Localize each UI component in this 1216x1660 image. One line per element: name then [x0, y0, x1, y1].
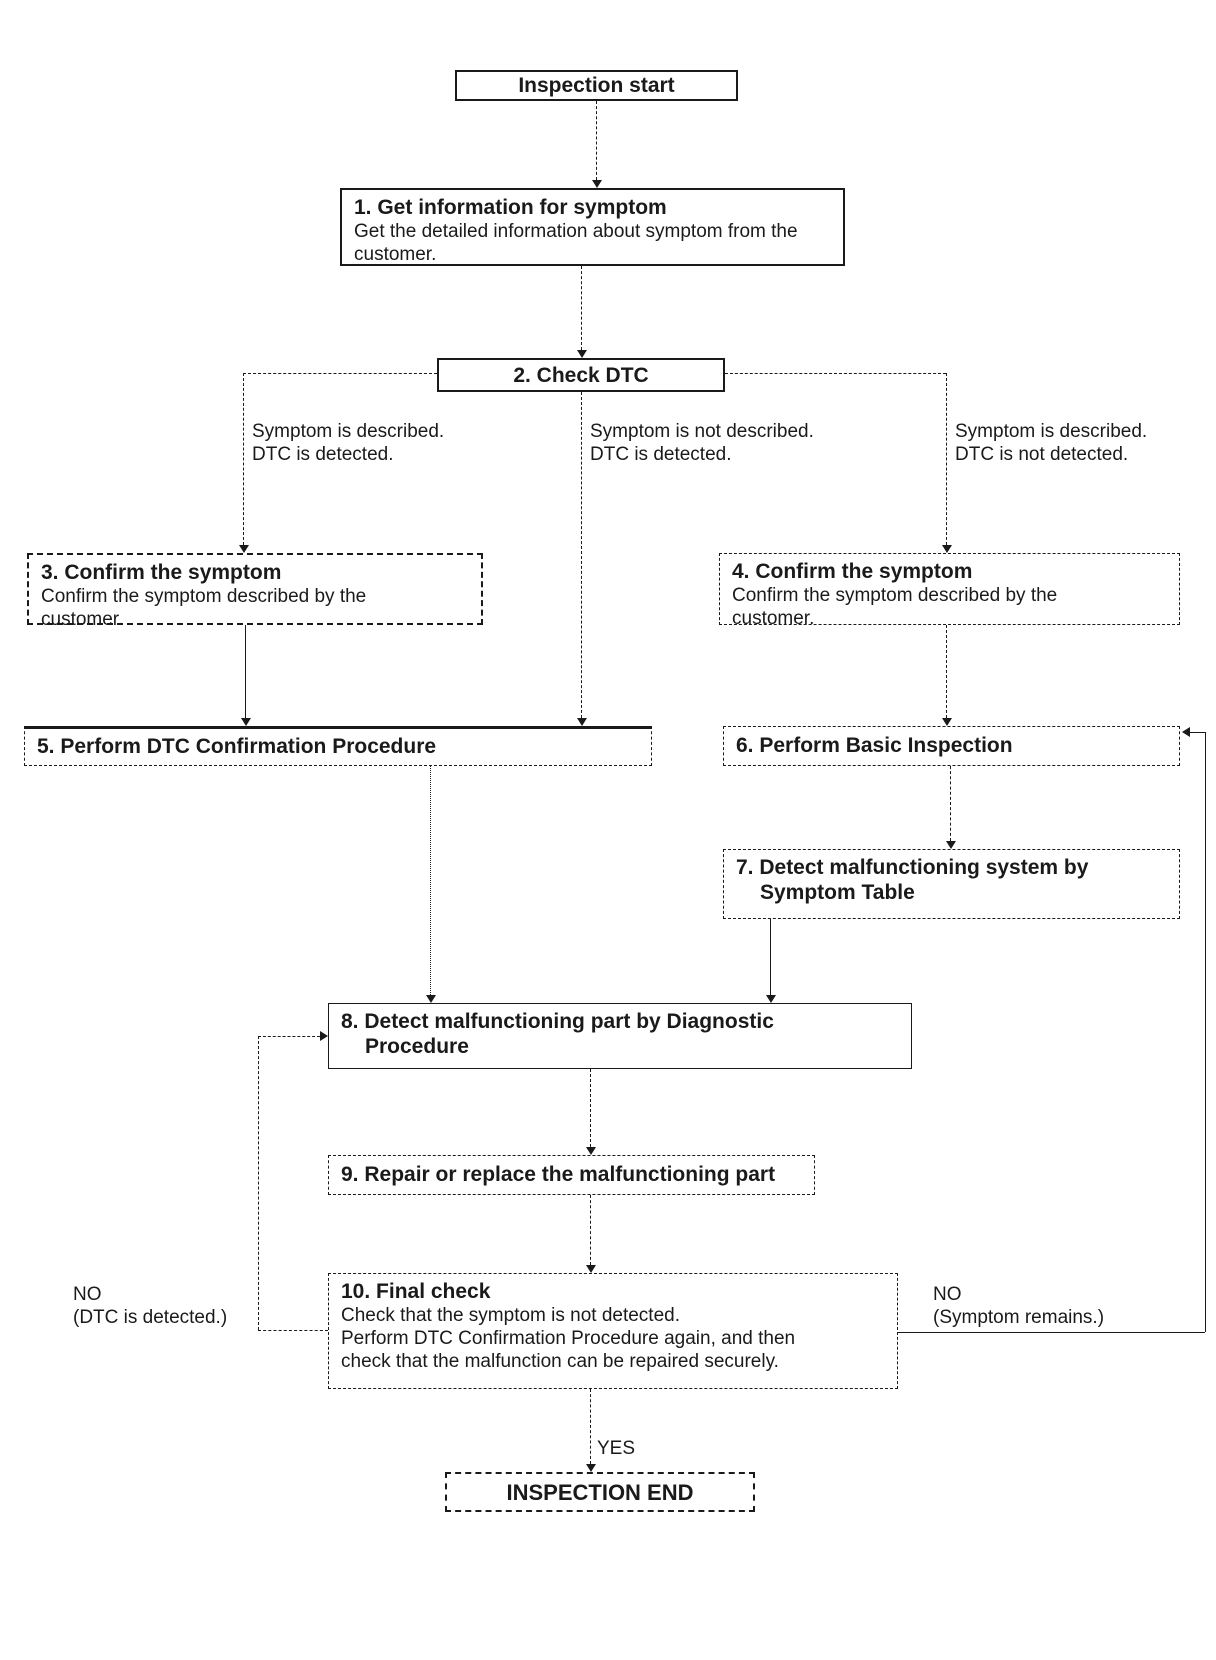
node-step-1: 1. Get information for symptom Get the d… — [340, 188, 845, 266]
connector-step2-branch-right-v — [946, 373, 947, 545]
connector-step9-to-step10 — [590, 1195, 591, 1265]
step-4-body-line: Confirm the symptom described by the — [732, 585, 1058, 606]
arrowhead-into-end — [586, 1464, 596, 1472]
arrowhead-into-step5-middle — [577, 718, 587, 726]
step-3-title: 3. Confirm the symptom — [41, 561, 282, 584]
step-4-title: 4. Confirm the symptom — [732, 560, 973, 583]
connector-step6-to-step7 — [950, 766, 951, 841]
arrowhead-into-step6-side — [1182, 727, 1190, 737]
step-8-title-line: 8. Detect malfunctioning part by Diagnos… — [341, 1010, 774, 1033]
arrowhead-into-step4 — [942, 545, 952, 553]
step-10-body-line: check that the malfunction can be repair… — [341, 1351, 779, 1372]
no-dtc-label-line: NO — [73, 1284, 102, 1305]
arrowhead-into-step3 — [239, 545, 249, 553]
connector-step2-branch-left-v — [243, 373, 244, 545]
connector-no-symptom-loop-bottom — [898, 1332, 1205, 1333]
no-dtc-label-line: (DTC is detected.) — [73, 1307, 228, 1328]
step-1-body-line: Get the detailed information about sympt… — [354, 221, 798, 242]
connector-step10-to-end — [590, 1389, 591, 1464]
arrowhead-into-step8-left — [426, 995, 436, 1003]
node-step-2: 2. Check DTC — [437, 358, 725, 392]
branch-label-left-line: Symptom is described. — [252, 421, 445, 442]
arrowhead-into-step8-right — [766, 995, 776, 1003]
arrowhead-into-step5-left — [241, 718, 251, 726]
yes-label: YES — [597, 1438, 636, 1459]
step-3-body-line: customer. — [41, 609, 124, 630]
arrowhead-into-step2 — [577, 350, 587, 358]
connector-step5-to-step8 — [430, 766, 431, 995]
connector-no-dtc-loop-top — [258, 1036, 320, 1037]
step-8-title: 8. Detect malfunctioning part by Diagnos… — [341, 1009, 899, 1059]
node-inspection-end: INSPECTION END — [445, 1472, 755, 1512]
node-step-7: 7. Detect malfunctioning system by Sympt… — [723, 849, 1180, 919]
step-3-body-line: Confirm the symptom described by the — [41, 586, 367, 607]
no-symptom-label: NO (Symptom remains.) — [933, 1283, 1104, 1329]
branch-label-right-line: DTC is not detected. — [955, 444, 1129, 465]
connector-step1-to-step2 — [581, 266, 582, 350]
node-inspection-start: Inspection start — [455, 70, 738, 101]
node-step-3: 3. Confirm the symptom Confirm the sympt… — [27, 553, 483, 630]
step-1-title: 1. Get information for symptom — [354, 196, 667, 219]
node-step-10: 10. Final check Check that the symptom i… — [328, 1273, 898, 1389]
no-dtc-label: NO (DTC is detected.) — [73, 1283, 227, 1329]
step-8-title-line: Procedure — [365, 1035, 469, 1058]
no-symptom-label-line: NO — [933, 1284, 962, 1305]
step-10-body-line: Check that the symptom is not detected. — [341, 1305, 681, 1326]
step-10-title: 10. Final check — [341, 1280, 491, 1303]
step-7-title-line: Symptom Table — [760, 881, 915, 904]
connector-no-symptom-loop-vertical — [1205, 732, 1206, 1332]
arrowhead-into-step8-side — [320, 1031, 328, 1041]
connector-no-dtc-loop-vertical — [258, 1036, 259, 1330]
node-inspection-end-label: INSPECTION END — [506, 1479, 694, 1505]
step-2-title: 2. Check DTC — [513, 363, 649, 387]
arrowhead-into-step1 — [592, 180, 602, 188]
arrowhead-into-step6 — [942, 718, 952, 726]
branch-label-middle: Symptom is not described. DTC is detecte… — [590, 420, 814, 466]
step-5-title: 5. Perform DTC Confirmation Procedure — [37, 735, 437, 758]
connector-step7-to-step8 — [770, 919, 771, 995]
step-9-title: 9. Repair or replace the malfunctioning … — [341, 1163, 776, 1186]
step-7-title-line: 7. Detect malfunctioning system by — [736, 856, 1089, 879]
node-step-6: 6. Perform Basic Inspection — [723, 726, 1180, 766]
connector-no-dtc-loop-bottom — [258, 1330, 328, 1331]
step-6-title: 6. Perform Basic Inspection — [736, 734, 1013, 757]
connector-step2-branch-left-h — [243, 373, 437, 374]
node-step-9: 9. Repair or replace the malfunctioning … — [328, 1155, 815, 1195]
connector-step4-to-step6 — [946, 625, 947, 718]
connector-no-symptom-loop-top — [1190, 732, 1205, 733]
branch-label-middle-line: DTC is detected. — [590, 444, 732, 465]
connector-start-to-step1 — [596, 101, 597, 180]
connector-step8-to-step9 — [590, 1069, 591, 1147]
connector-step2-branch-middle-v — [581, 392, 582, 718]
step-10-body-line: Perform DTC Confirmation Procedure again… — [341, 1328, 796, 1349]
branch-label-middle-line: Symptom is not described. — [590, 421, 814, 442]
branch-label-left: Symptom is described. DTC is detected. — [252, 420, 444, 466]
branch-label-right: Symptom is described. DTC is not detecte… — [955, 420, 1147, 466]
step-1-body-line: customer. — [354, 244, 437, 265]
branch-label-left-line: DTC is detected. — [252, 444, 394, 465]
connector-step2-branch-right-h — [725, 373, 946, 374]
branch-label-right-line: Symptom is described. — [955, 421, 1148, 442]
arrowhead-into-step7 — [946, 841, 956, 849]
node-inspection-start-label: Inspection start — [518, 74, 675, 97]
arrowhead-into-step9 — [586, 1147, 596, 1155]
step-7-title: 7. Detect malfunctioning system by Sympt… — [736, 855, 1167, 905]
arrowhead-into-step10 — [586, 1265, 596, 1273]
step-4-body-line: customer. — [732, 608, 815, 629]
node-step-5: 5. Perform DTC Confirmation Procedure — [24, 726, 652, 766]
node-step-4: 4. Confirm the symptom Confirm the sympt… — [719, 553, 1180, 629]
no-symptom-label-line: (Symptom remains.) — [933, 1307, 1105, 1328]
node-step-8: 8. Detect malfunctioning part by Diagnos… — [328, 1003, 912, 1069]
connector-step3-to-step5 — [245, 625, 246, 718]
